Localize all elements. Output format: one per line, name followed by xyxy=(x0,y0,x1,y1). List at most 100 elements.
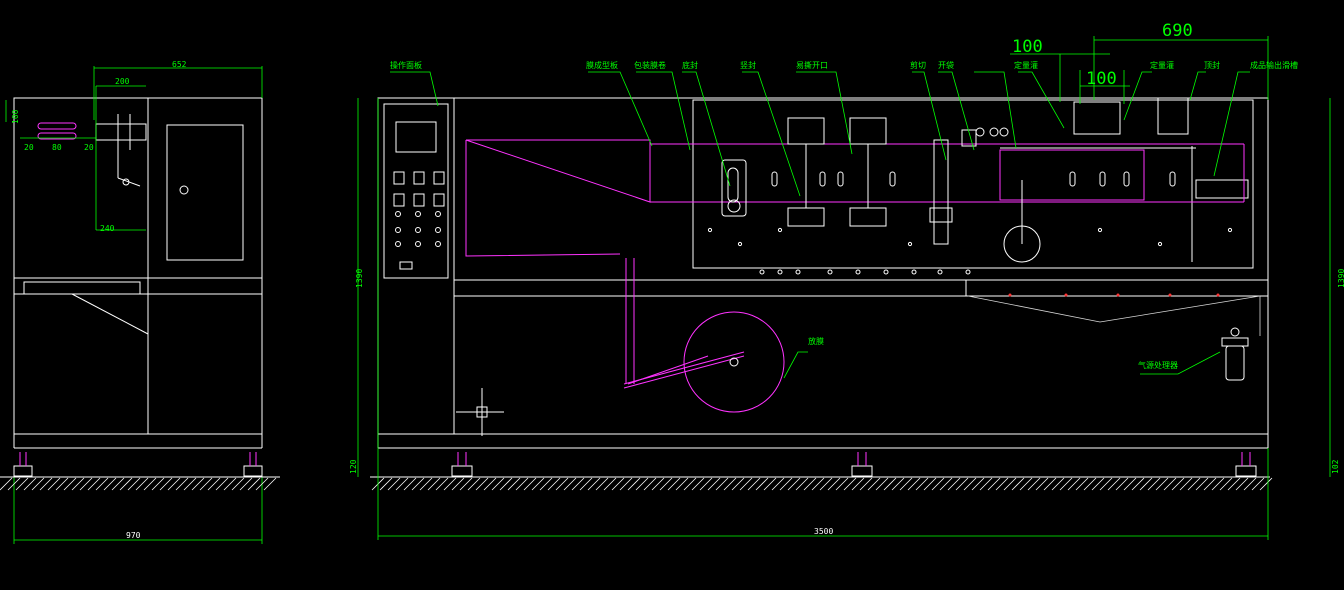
hatch-stroke xyxy=(1163,477,1177,491)
control-buttons xyxy=(393,171,445,247)
side-warning-icon xyxy=(179,185,189,195)
dim-20b-label: 20 xyxy=(84,143,94,152)
hatch-stroke xyxy=(1259,477,1273,491)
side-roller-bottom xyxy=(37,132,77,140)
hatch-stroke xyxy=(923,477,937,491)
hatch-stroke xyxy=(547,477,561,491)
hatch-stroke xyxy=(787,477,801,491)
hatch-stroke xyxy=(435,477,449,491)
control-indicator xyxy=(435,241,441,247)
foot-pad xyxy=(243,465,263,477)
origin-box xyxy=(476,406,488,418)
hatch-stroke xyxy=(1219,477,1233,491)
hatch-stroke xyxy=(427,477,441,491)
side-window xyxy=(166,124,244,261)
hatch-stroke xyxy=(395,477,409,491)
hatch-stroke xyxy=(987,477,1001,491)
control-switch xyxy=(399,261,413,270)
side-view: 652 200 240 100 20 80 20 970 xyxy=(0,60,280,544)
label-film-guide: 膜成型板 xyxy=(586,60,618,70)
dim-100-left-label: 100 xyxy=(11,109,20,124)
dim-652-label: 652 xyxy=(172,60,187,69)
hatch-stroke xyxy=(755,477,769,491)
hatch-stroke xyxy=(1203,477,1217,491)
dim-1390-left-label: 1390 xyxy=(355,269,364,288)
hatch-stroke xyxy=(731,477,745,491)
air-filter-unit xyxy=(1221,327,1249,381)
hatch-stroke xyxy=(39,477,53,491)
hatch-stroke xyxy=(523,477,537,491)
hatch-stroke xyxy=(915,477,929,491)
film-reel-circle xyxy=(683,311,785,413)
hatch-stroke xyxy=(1131,477,1145,491)
hatch-stroke xyxy=(1115,477,1129,491)
film-path-upper xyxy=(465,139,651,203)
hatch-stroke xyxy=(795,477,809,491)
leader-fill-2 xyxy=(1018,71,1065,129)
hatch-stroke xyxy=(207,477,221,491)
hatch-stroke xyxy=(31,477,45,491)
side-foot-right xyxy=(243,452,263,477)
film-pouch-zone xyxy=(999,149,1145,201)
leader-unwind xyxy=(783,351,808,379)
control-screen xyxy=(395,121,437,153)
plate-hole xyxy=(965,269,971,275)
hatch-stroke xyxy=(739,477,753,491)
label-bag-open: 开袋 xyxy=(938,60,954,70)
easy-tear-head xyxy=(849,117,887,145)
hatch-stroke xyxy=(1043,477,1057,491)
control-indicator xyxy=(395,227,401,233)
plate-hole xyxy=(795,269,801,275)
filler-head xyxy=(1073,101,1121,135)
leader-easy-tear xyxy=(796,71,853,155)
hatch-stroke xyxy=(955,477,969,491)
hatch-stroke xyxy=(859,477,873,491)
plate-hole xyxy=(855,269,861,275)
side-ground-hatch xyxy=(0,477,277,491)
hatch-stroke xyxy=(175,477,189,491)
hatch-stroke xyxy=(1075,477,1089,491)
hatch-stroke xyxy=(1155,477,1169,491)
foot-pad xyxy=(451,465,473,477)
hatch-stroke xyxy=(939,477,953,491)
hatch-stroke xyxy=(1099,477,1113,491)
hatch-stroke xyxy=(691,477,705,491)
hatch-stroke xyxy=(1139,477,1153,491)
dim-100-top-label: 100 xyxy=(1012,37,1043,57)
hatch-stroke xyxy=(1107,477,1121,491)
hatch-stroke xyxy=(779,477,793,491)
control-button xyxy=(433,171,445,185)
hatch-stroke xyxy=(899,477,913,491)
label-air-filter: 气源处理器 xyxy=(1138,360,1178,370)
leader-film-guide xyxy=(588,71,653,147)
hatch-stroke xyxy=(947,477,961,491)
hatch-stroke xyxy=(199,477,213,491)
hatch-stroke xyxy=(183,477,197,491)
plate-hole xyxy=(827,269,833,275)
hatch-stroke xyxy=(1187,477,1201,491)
hatch-stroke xyxy=(119,477,133,491)
hatch-stroke xyxy=(459,477,473,491)
plate-hole xyxy=(777,227,783,233)
leader-fill-1 xyxy=(974,71,1017,149)
control-button xyxy=(393,193,405,207)
hatch-stroke xyxy=(499,477,513,491)
leader-air-filter xyxy=(1140,351,1221,375)
plate-slot xyxy=(1123,171,1130,187)
hatch-stroke xyxy=(1051,477,1065,491)
hatch-stroke xyxy=(891,477,905,491)
hatch-stroke xyxy=(619,477,633,491)
hatch-stroke xyxy=(707,477,721,491)
hatch-stroke xyxy=(979,477,993,491)
label-control-panel: 操作面板 xyxy=(390,60,422,70)
output-chute xyxy=(1195,179,1249,199)
bottom-seal-knob xyxy=(727,199,741,213)
station-bottom-seal xyxy=(721,159,747,217)
station-fill xyxy=(1000,97,1196,263)
hatch-stroke xyxy=(875,477,889,491)
plate-slot xyxy=(1069,171,1076,187)
foot-pad xyxy=(851,465,873,477)
plate-hole xyxy=(911,269,917,275)
